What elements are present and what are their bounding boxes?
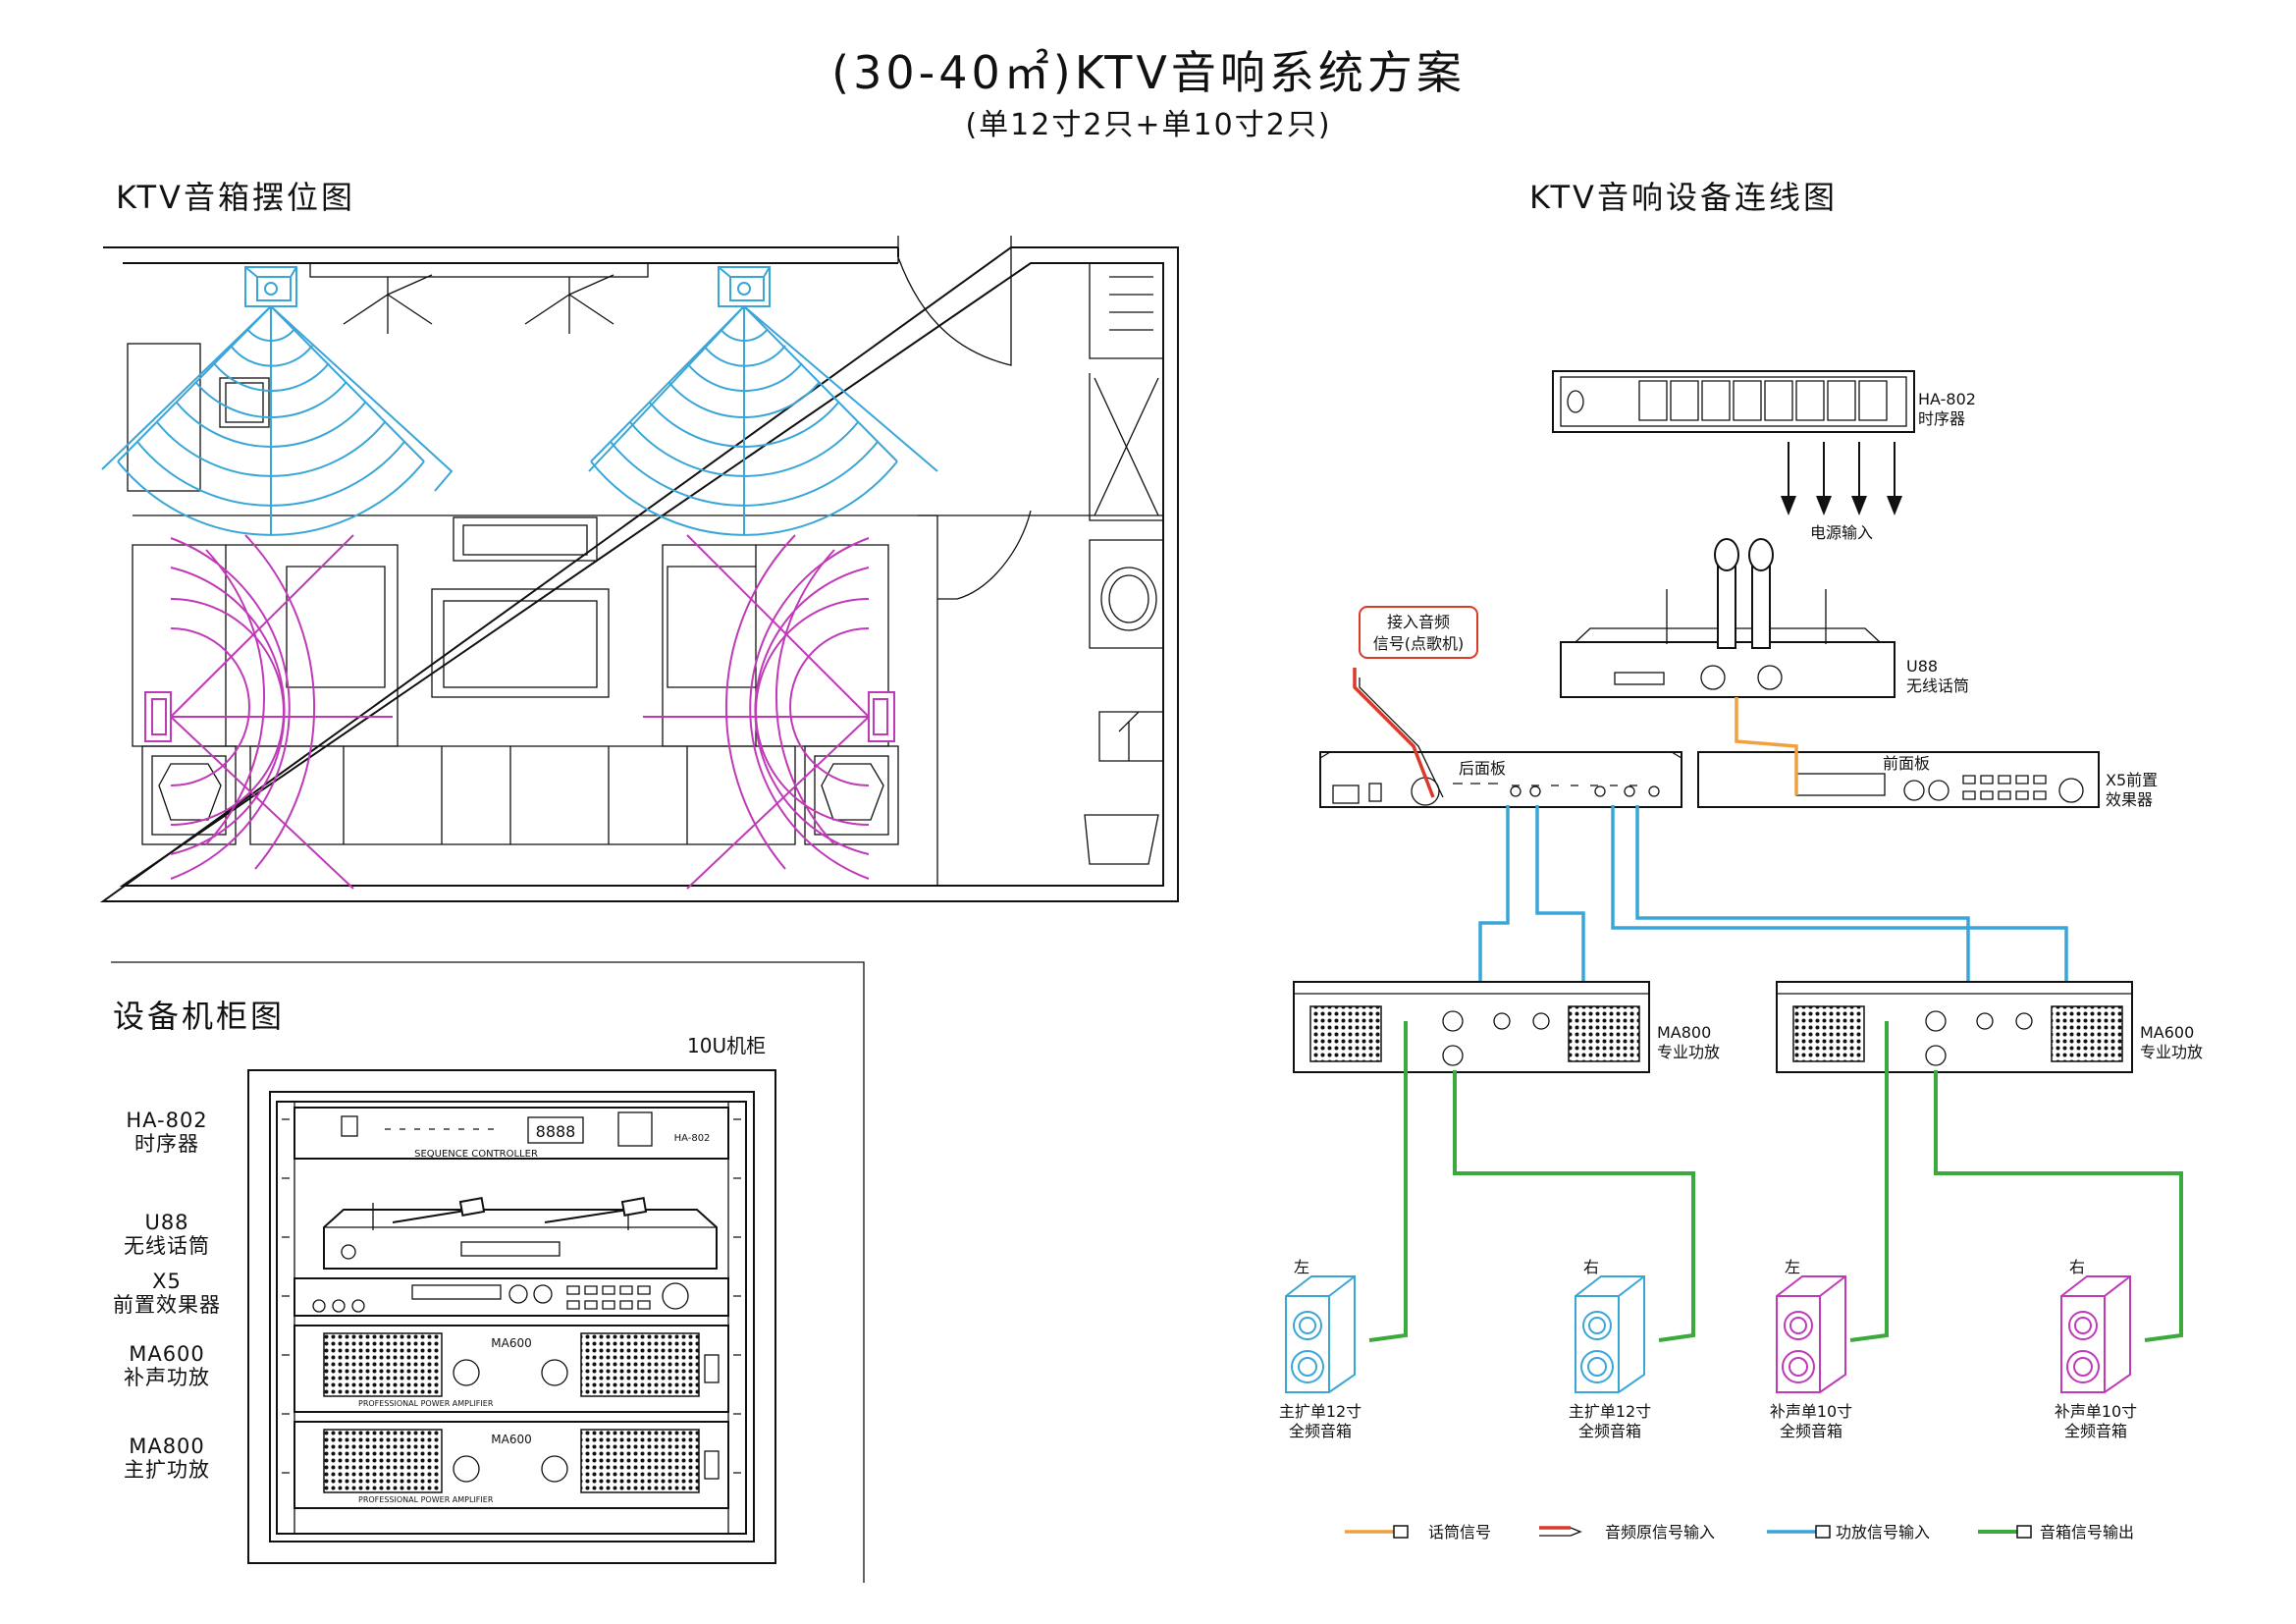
rack-label-model-2: X5 (152, 1270, 182, 1293)
wiring-sequencer-name: 时序器 (1918, 409, 1965, 428)
section-title-wiring: KTV音响设备连线图 (1529, 179, 1838, 216)
speaker-0-label1: 主扩单12寸 (1279, 1402, 1362, 1421)
legend: 话筒信号 音频原信号输入 功放信号输入 音箱信号输出 (1345, 1523, 2134, 1542)
rack-label-name-3: 补声功放 (124, 1366, 210, 1389)
speaker-0-side: 左 (1294, 1258, 1309, 1276)
wiring-amp-main: MA800 专业功放 (1293, 981, 1720, 1073)
rack-label-name-0: 时序器 (134, 1132, 199, 1156)
rack-amp-fill-model: MA600 (491, 1336, 531, 1350)
rack-size-label: 10U机柜 (687, 1034, 766, 1057)
floor-plan (99, 236, 1179, 902)
speaker-fill-left: 左 补声单10寸 全频音箱 (1770, 1258, 1852, 1440)
rack-wireless-mic (323, 1197, 718, 1270)
speaker-3-label2: 全频音箱 (2064, 1422, 2127, 1440)
source-note-line2: 信号(点歌机) (1373, 634, 1465, 653)
legend-source: 音频原信号输入 (1605, 1523, 1715, 1542)
rack-sequencer-display: 8888 (536, 1122, 576, 1141)
wiring-diagram: HA-802 时序器 电源输入 U88 无线话筒 接入音频 信号(点歌机) (1279, 370, 2203, 1542)
rack-effects (294, 1277, 729, 1317)
rack-amp-main: MA600 PROFESSIONAL POWER AMPLIFIER (294, 1421, 729, 1509)
rack-sequencer-brand: SEQUENCE CONTROLLER (414, 1149, 538, 1160)
rack-label-name-4: 主扩功放 (124, 1458, 210, 1482)
effects-model: X5前置 (2106, 771, 2158, 789)
legend-mic: 话筒信号 (1428, 1523, 1491, 1542)
rack-amp-main-brand: PROFESSIONAL POWER AMPLIFIER (358, 1495, 494, 1504)
amp-main-name: 专业功放 (1657, 1043, 1720, 1061)
page-subtitle: (单12寸2只+单10寸2只) (965, 108, 1331, 142)
speaker-main-right: 右 主扩单12寸 全频音箱 (1569, 1258, 1651, 1440)
wiring-mic-name: 无线话筒 (1906, 677, 1969, 695)
rack-label-name-1: 无线话筒 (124, 1234, 210, 1258)
rack-section: 10U机柜 8888 SEQUENCE CONTROLLER HA-802 (111, 961, 865, 1583)
section-title-layout: KTV音箱摆位图 (116, 179, 355, 216)
rack-label-model-4: MA800 (129, 1435, 205, 1458)
speaker-2-label2: 全频音箱 (1780, 1422, 1842, 1440)
rack-sequencer: 8888 SEQUENCE CONTROLLER HA-802 (294, 1107, 729, 1160)
page-title: (30-40㎡)KTV音响系统方案 (831, 46, 1466, 99)
source-note: 接入音频 信号(点歌机) (1359, 606, 1478, 659)
amp-fill-model: MA600 (2140, 1023, 2194, 1042)
wiring-amp-fill: MA600 专业功放 (1776, 981, 2203, 1073)
rack-amp-fill-brand: PROFESSIONAL POWER AMPLIFIER (358, 1399, 494, 1408)
wiring-mic-model: U88 (1906, 657, 1938, 676)
speaker-0-label2: 全频音箱 (1289, 1422, 1352, 1440)
rear-panel-label: 后面板 (1459, 759, 1506, 778)
source-note-line1: 接入音频 (1387, 613, 1450, 631)
speaker-1-label2: 全频音箱 (1578, 1422, 1641, 1440)
power-arrows (1781, 442, 1902, 515)
rack-label-model-3: MA600 (129, 1342, 205, 1366)
rack-amp-fill: MA600 PROFESSIONAL POWER AMPLIFIER (294, 1325, 729, 1413)
speaker-main-left: 左 主扩单12寸 全频音箱 (1279, 1258, 1362, 1440)
wiring-wireless-mic: U88 无线话筒 (1560, 538, 1969, 698)
rack-sequencer-model: HA-802 (674, 1133, 711, 1144)
power-input-label: 电源输入 (1810, 523, 1873, 542)
rack-label-name-2: 前置效果器 (113, 1293, 221, 1317)
effects-rear-panel: 后面板 (1319, 751, 1682, 808)
rack-amp-main-model: MA600 (491, 1433, 531, 1446)
wiring-sequencer: HA-802 时序器 (1552, 370, 1976, 433)
speaker-fill-right: 右 补声单10寸 全频音箱 (2055, 1258, 2137, 1440)
effects-name: 效果器 (2106, 790, 2153, 809)
speaker-1-label1: 主扩单12寸 (1569, 1402, 1651, 1421)
rack-label-model-0: HA-802 (126, 1109, 207, 1132)
speaker-3-side: 右 (2069, 1258, 2085, 1276)
effects-front-panel: 前面板 X5前置 效果器 (1697, 751, 2158, 809)
wiring-sequencer-model: HA-802 (1918, 390, 1976, 408)
speaker-3-label1: 补声单10寸 (2055, 1402, 2137, 1421)
front-panel-label: 前面板 (1883, 754, 1930, 773)
section-title-rack: 设备机柜图 (113, 998, 285, 1035)
amp-main-model: MA800 (1657, 1023, 1711, 1042)
rack-label-model-1: U88 (144, 1211, 188, 1234)
legend-speaker-out: 音箱信号输出 (2040, 1523, 2134, 1542)
speaker-2-label1: 补声单10寸 (1770, 1402, 1852, 1421)
legend-amp-in: 功放信号输入 (1836, 1523, 1930, 1542)
speaker-1-side: 右 (1583, 1258, 1599, 1276)
speaker-2-side: 左 (1785, 1258, 1800, 1276)
amp-fill-name: 专业功放 (2140, 1043, 2203, 1061)
